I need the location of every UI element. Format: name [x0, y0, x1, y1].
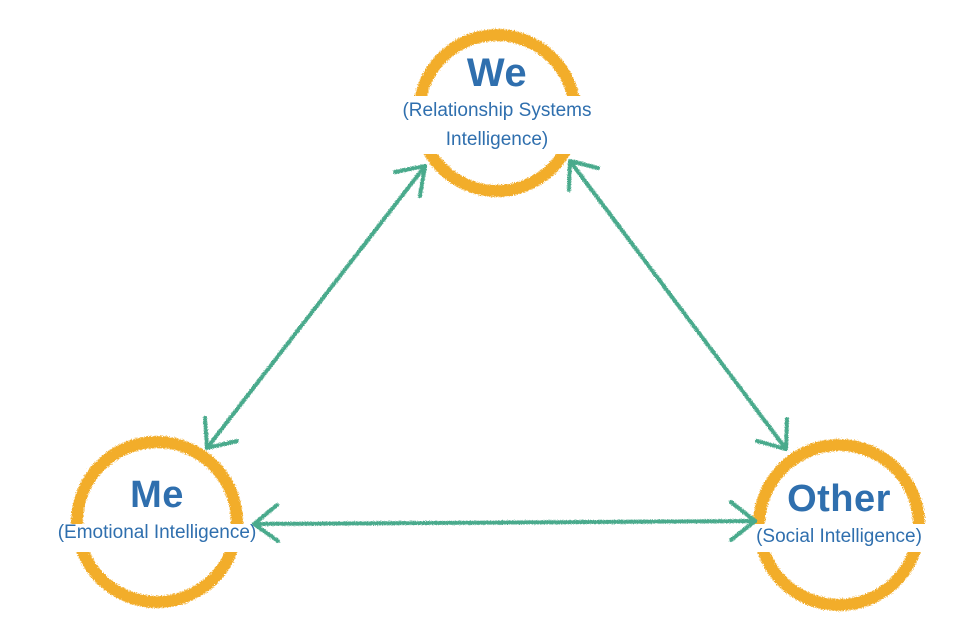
- node-me-title: Me: [130, 474, 184, 516]
- edge-we-other: [568, 159, 788, 451]
- node-we-subtitle-line-1: (Relationship Systems: [402, 100, 592, 121]
- node-other: Other (Social Intelligence): [756, 476, 922, 551]
- node-other-title: Other: [787, 478, 891, 520]
- node-we-subtitle-line-2: Intelligence): [445, 129, 549, 150]
- node-me-subtitle: (Emotional Intelligence): [57, 522, 257, 543]
- node-me: Me (Emotional Intelligence): [58, 472, 257, 547]
- arrowhead-me-we-bottom: [203, 416, 239, 450]
- node-we: We (Relationship Systems Intelligence): [402, 50, 591, 154]
- arrowhead-me-other-left: [252, 503, 280, 543]
- edge-me-other: [252, 519, 757, 526]
- arrowhead-we-other-bottom: [755, 417, 789, 451]
- node-other-subtitle: (Social Intelligence): [756, 526, 922, 547]
- node-circle-me: [71, 436, 243, 608]
- edge-me-we: [205, 164, 427, 450]
- arrowhead-we-other-top: [567, 159, 600, 192]
- arrowhead-me-we-top: [393, 164, 427, 198]
- me-text-backdrop: [52, 524, 262, 552]
- arrowhead-me-other-right: [729, 500, 757, 542]
- node-we-title: We: [466, 51, 528, 95]
- other-text-backdrop: [752, 524, 928, 552]
- we-text-backdrop: [388, 96, 608, 154]
